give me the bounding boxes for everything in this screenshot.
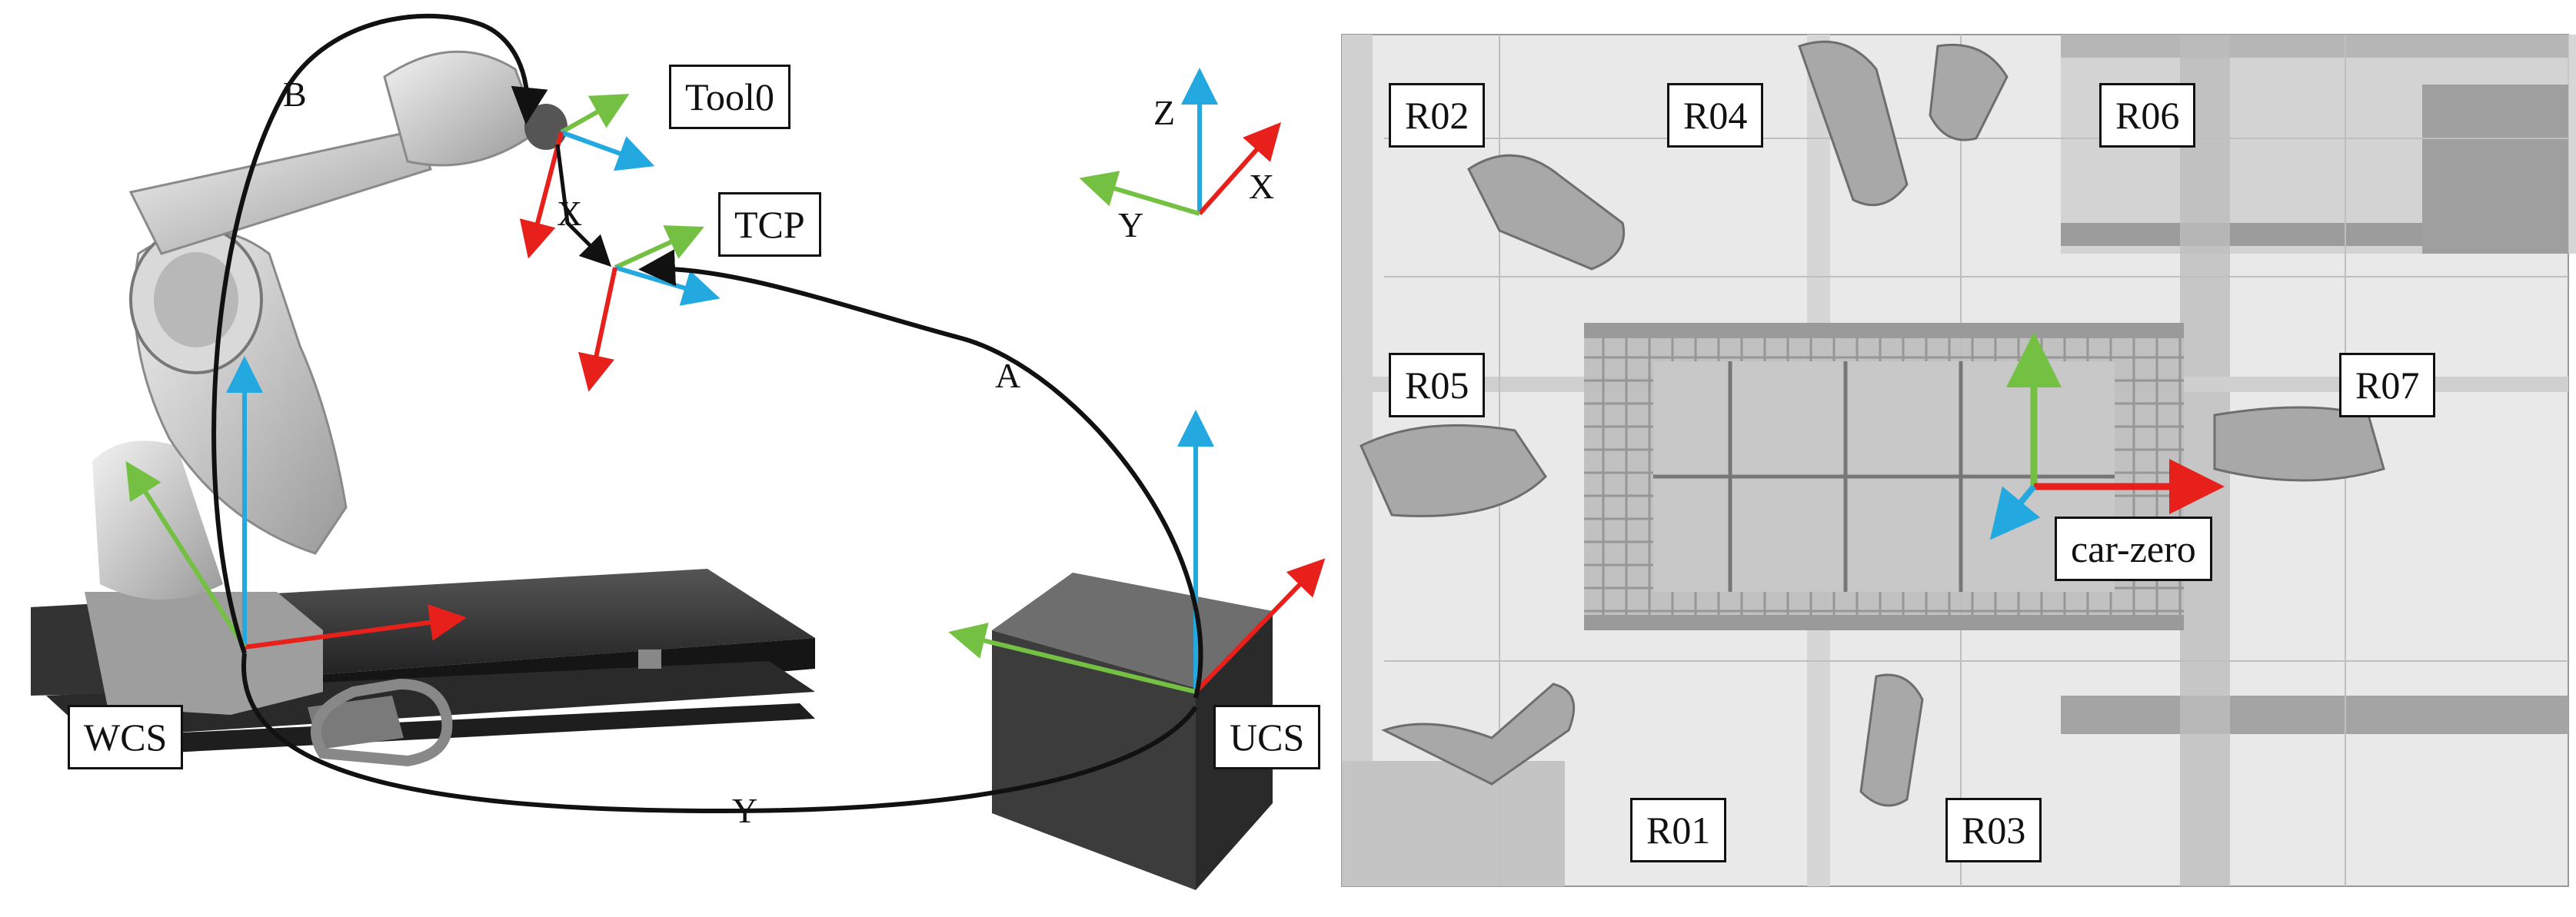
frame-label-ucs: UCS (1213, 705, 1321, 769)
transform-arrows (211, 13, 1203, 814)
frame-label-tcp: TCP (718, 192, 821, 257)
arrow-y (241, 653, 1198, 814)
right-panel (1341, 34, 2576, 887)
car-body-illustration (1584, 323, 2184, 630)
arrow-x (555, 144, 612, 267)
arrow-a (638, 249, 1203, 699)
transform-y-label: Y (732, 791, 758, 830)
robot-label-r04: R04 (1667, 83, 1764, 148)
legend-x-label: X (1249, 167, 1275, 206)
wcs-axes (125, 356, 467, 650)
robot-label-r07: R07 (2339, 353, 2436, 417)
robot-label-r06: R06 (2099, 83, 2196, 148)
transform-b-label: B (283, 75, 307, 114)
legend-z-label: Z (1153, 93, 1176, 132)
robot-label-r03: R03 (1945, 798, 2042, 862)
frame-label-tool0: Tool0 (669, 65, 790, 129)
left-panel (31, 13, 1326, 890)
transform-x-label: X (557, 194, 583, 233)
ucs-axes (948, 410, 1326, 694)
frame-label-wcs: WCS (68, 705, 184, 769)
transform-a-label: A (995, 356, 1021, 395)
car-zero-axes (1989, 332, 2225, 540)
tool0-axes (519, 94, 655, 259)
robot-label-r01: R01 (1630, 798, 1727, 862)
robot-cells (1360, 40, 2385, 807)
axis-legend (1079, 68, 1281, 216)
tcp-axes (578, 225, 721, 392)
robot-label-r05: R05 (1389, 353, 1486, 417)
arrow-b (211, 13, 548, 654)
legend-y-label: Y (1118, 205, 1144, 244)
robot-label-r02: R02 (1389, 83, 1486, 148)
car-zero-label: car-zero (2055, 517, 2212, 581)
